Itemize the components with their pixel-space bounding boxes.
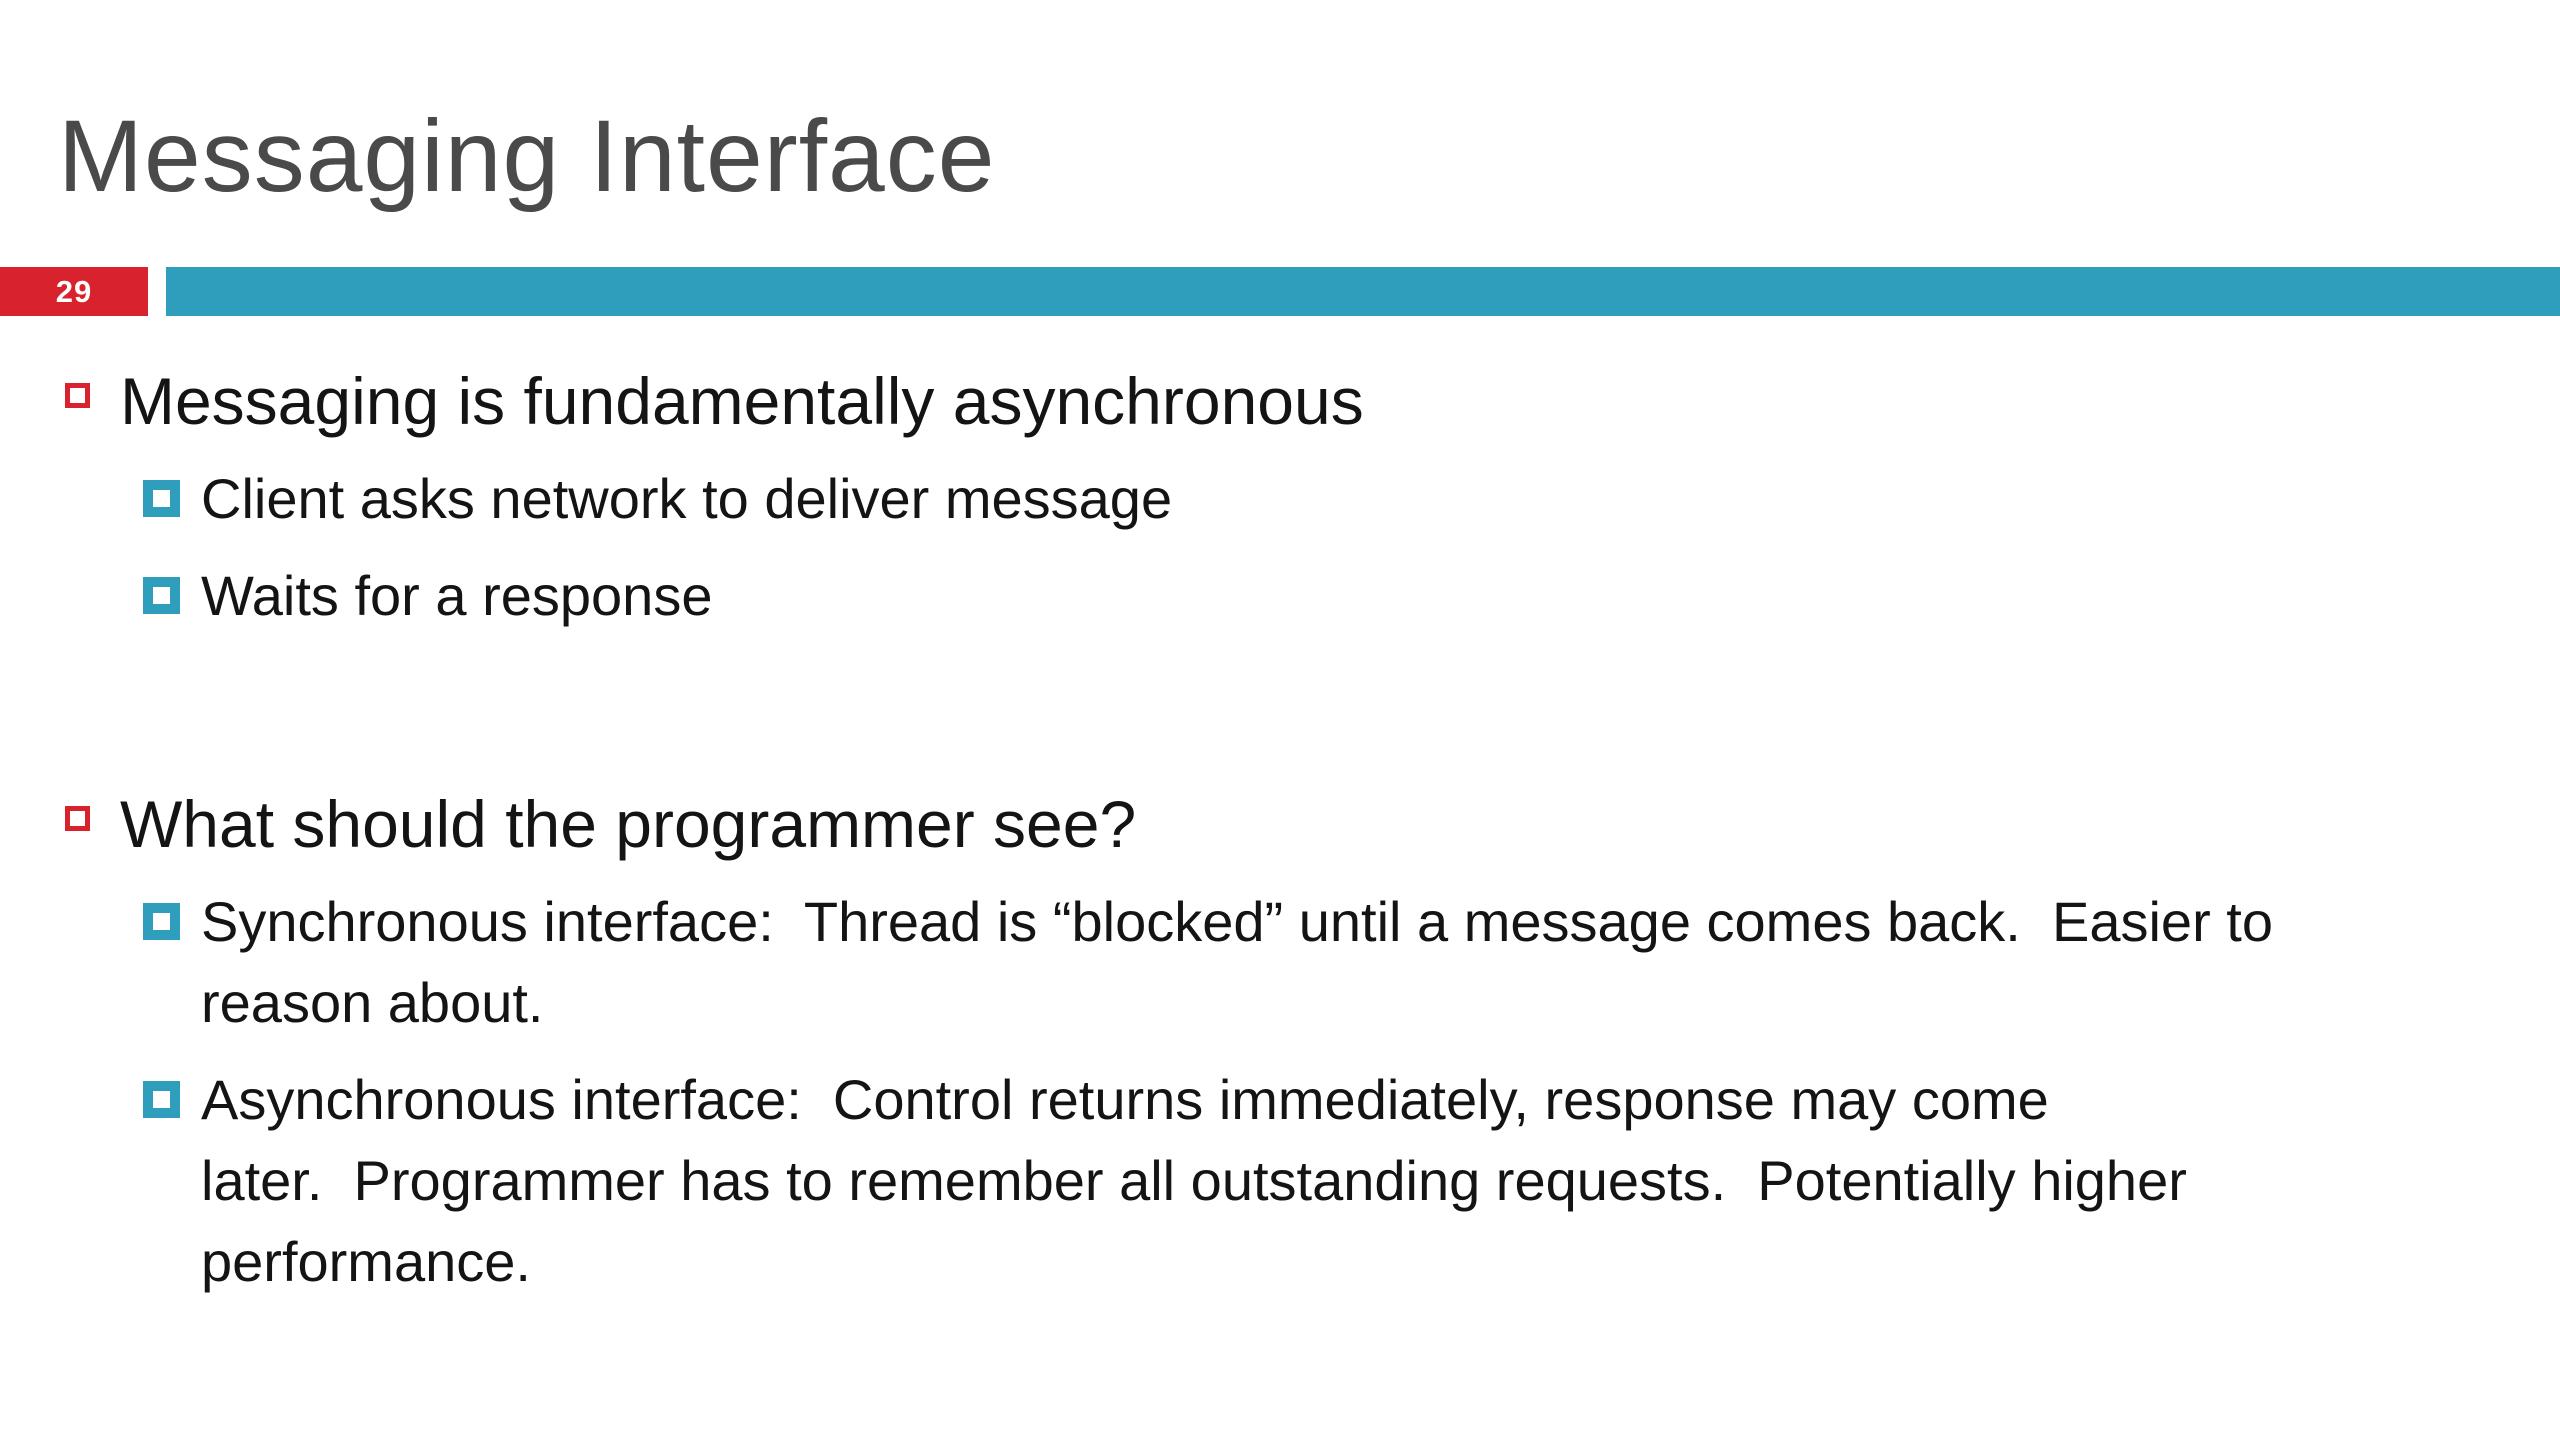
bullet-item-level2: Client asks network to deliver message [143, 458, 2560, 539]
bullet-text: What should the programmer see? [120, 787, 1137, 861]
bullet-text-line: later. Programmer has to remember all ou… [201, 1149, 2187, 1212]
bullet-text-block: What should the programmer see? [120, 785, 1136, 863]
bullet-item-level2: Synchronous interface: Thread is “blocke… [143, 881, 2560, 1043]
bullet-text-block: Client asks network to deliver message [201, 458, 1172, 539]
red-square-bullet-icon [65, 383, 90, 408]
accent-bar [166, 267, 2560, 316]
bullet-text-line: performance. [201, 1230, 531, 1293]
teal-square-bullet-icon [143, 577, 180, 614]
teal-square-bullet-icon [143, 480, 180, 517]
red-square-bullet-icon [65, 806, 90, 831]
teal-square-bullet-icon [143, 1081, 180, 1118]
bullet-text: Messaging is fundamentally asynchronous [120, 364, 1364, 438]
bullet-item-level2: Asynchronous interface: Control returns … [143, 1059, 2560, 1302]
teal-square-bullet-icon [143, 903, 180, 940]
header-band: 29 [0, 267, 2560, 316]
slide-body: Messaging is fundamentally asynchronous … [65, 362, 2560, 1318]
slide-title: Messaging Interface [58, 99, 996, 213]
page-number-badge: 29 [0, 267, 148, 316]
vertical-spacer [65, 652, 2560, 785]
bullet-text-block: Asynchronous interface: Control returns … [201, 1059, 2187, 1302]
bullet-item-level2: Waits for a response [143, 555, 2560, 636]
bullet-item-level1: What should the programmer see? [65, 785, 2560, 863]
bullet-item-level1: Messaging is fundamentally asynchronous [65, 362, 2560, 440]
bullet-text-block: Messaging is fundamentally asynchronous [120, 362, 1364, 440]
bullet-text-line: Asynchronous interface: Control returns … [201, 1068, 2049, 1131]
page-number: 29 [55, 273, 93, 309]
bullet-text: Waits for a response [201, 564, 713, 627]
bullet-text-block: Waits for a response [201, 555, 712, 636]
bullet-text-line: reason about. [201, 971, 544, 1034]
bullet-text: Client asks network to deliver message [201, 467, 1173, 530]
bullet-text-block: Synchronous interface: Thread is “blocke… [201, 881, 2273, 1043]
bullet-text-line: Synchronous interface: Thread is “blocke… [201, 890, 2273, 953]
